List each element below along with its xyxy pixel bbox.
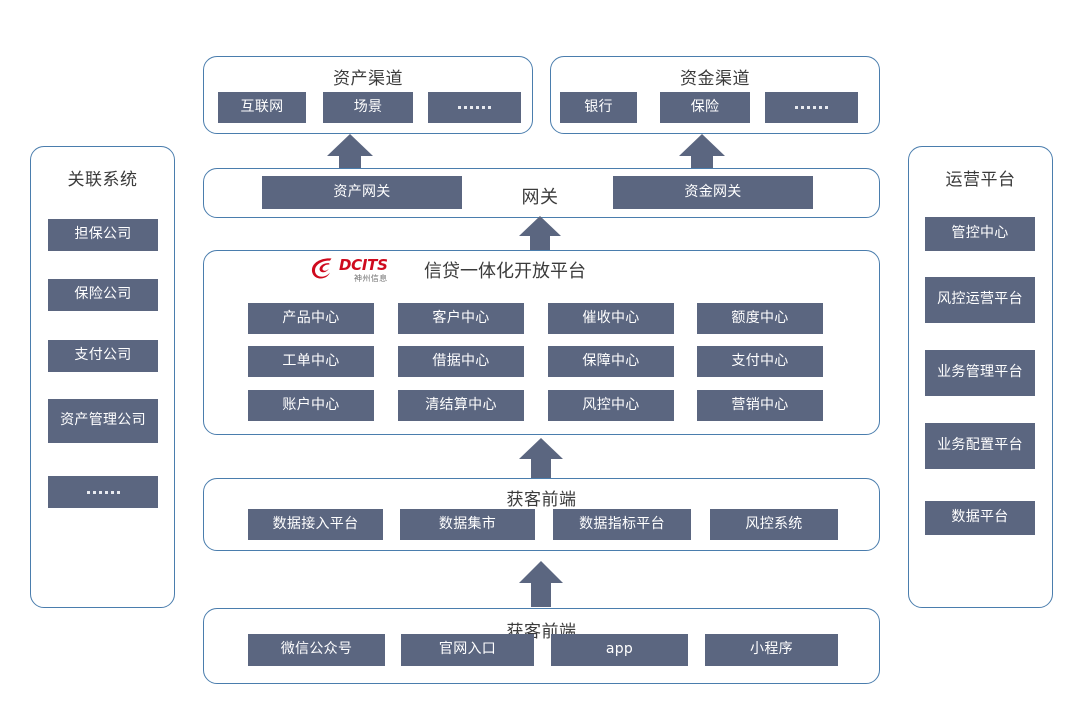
platform-module-9[interactable]: 清结算中心	[398, 390, 524, 421]
fund-channel-item-0[interactable]: 银行	[560, 92, 637, 123]
related-system-item-3[interactable]: 资产管理公司	[48, 399, 158, 443]
related-systems-title: 关联系统	[67, 170, 138, 190]
related-system-item-4[interactable]	[48, 476, 158, 508]
platform-module-2[interactable]: 催收中心	[548, 303, 674, 334]
related-system-item-1[interactable]: 保险公司	[48, 279, 158, 311]
panel-related-systems: 关联系统	[30, 146, 175, 608]
arrow-up-platform-to-gateway	[519, 216, 561, 256]
operation-platform-item-1[interactable]: 风控运营平台	[925, 277, 1035, 323]
operation-platform-item-0[interactable]: 管控中心	[925, 217, 1035, 251]
frontend-layer-item-0[interactable]: 微信公众号	[248, 634, 385, 666]
related-system-item-2[interactable]: 支付公司	[48, 340, 158, 372]
data-layer-item-3[interactable]: 风控系统	[710, 509, 838, 540]
asset-channel-item-0[interactable]: 互联网	[218, 92, 306, 123]
dcits-logo-text: DCITS 神州信息	[339, 255, 388, 283]
data-layer-item-0[interactable]: 数据接入平台	[248, 509, 383, 540]
operation-platform-title: 运营平台	[945, 170, 1016, 190]
platform-module-1[interactable]: 客户中心	[398, 303, 524, 334]
dcits-swoosh-icon	[309, 255, 335, 285]
fund-channel-item-2[interactable]	[765, 92, 858, 123]
platform-module-8[interactable]: 账户中心	[248, 390, 374, 421]
data-layer-item-1[interactable]: 数据集市	[400, 509, 535, 540]
arrow-up-fund-gateway	[679, 134, 725, 178]
gateway-title: 网关	[521, 187, 559, 208]
operation-platform-item-3[interactable]: 业务配置平台	[925, 423, 1035, 469]
platform-module-10[interactable]: 风控中心	[548, 390, 674, 421]
ellipsis-icon	[795, 106, 828, 109]
frontend-layer-item-3[interactable]: 小程序	[705, 634, 838, 666]
asset-channel-item-2[interactable]	[428, 92, 521, 123]
related-system-item-0[interactable]: 担保公司	[48, 219, 158, 251]
fund-channel-title: 资金渠道	[680, 69, 750, 89]
fund-channel-item-1[interactable]: 保险	[660, 92, 750, 123]
gateway-item-fund[interactable]: 资金网关	[613, 176, 813, 209]
asset-channel-item-1[interactable]: 场景	[323, 92, 413, 123]
ellipsis-icon	[458, 106, 491, 109]
platform-module-5[interactable]: 借据中心	[398, 346, 524, 377]
operation-platform-item-2[interactable]: 业务管理平台	[925, 350, 1035, 396]
operation-platform-item-4[interactable]: 数据平台	[925, 501, 1035, 535]
platform-module-7[interactable]: 支付中心	[697, 346, 823, 377]
dcits-logo-sub: 神州信息	[353, 273, 388, 283]
credit-platform-title: 信贷一体化开放平台	[424, 261, 586, 282]
arrow-up-data-to-platform	[519, 438, 563, 480]
platform-module-4[interactable]: 工单中心	[248, 346, 374, 377]
frontend-layer-item-2[interactable]: app	[551, 634, 688, 666]
platform-module-3[interactable]: 额度中心	[697, 303, 823, 334]
ellipsis-icon	[86, 490, 120, 494]
data-layer-item-2[interactable]: 数据指标平台	[553, 509, 691, 540]
platform-module-0[interactable]: 产品中心	[248, 303, 374, 334]
arrow-up-asset-gateway	[327, 134, 373, 178]
dcits-logo-name: DCITS	[339, 255, 388, 274]
data-layer-title: 获客前端	[506, 490, 577, 510]
platform-module-6[interactable]: 保障中心	[548, 346, 674, 377]
asset-channel-title: 资产渠道	[333, 69, 403, 89]
gateway-item-asset[interactable]: 资产网关	[262, 176, 462, 209]
frontend-layer-item-1[interactable]: 官网入口	[401, 634, 534, 666]
dcits-logo: DCITS 神州信息	[309, 255, 388, 285]
platform-module-11[interactable]: 营销中心	[697, 390, 823, 421]
arrow-up-frontend-to-data	[519, 561, 563, 607]
